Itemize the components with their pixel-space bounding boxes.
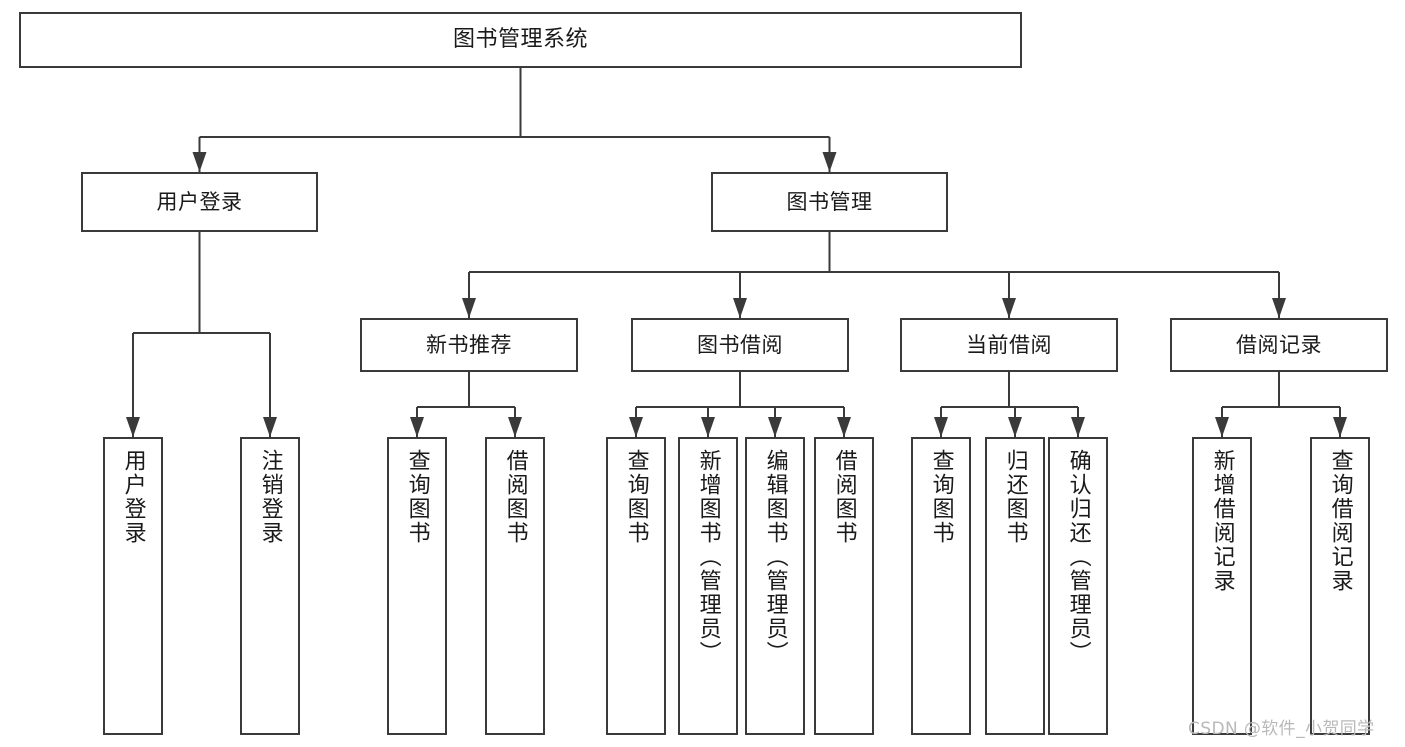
node-leaf-1[interactable]: 用户登录 [103, 437, 163, 735]
node-leaf-9[interactable]: 查询图书 [911, 437, 971, 735]
node-current[interactable]: 当前借阅 [900, 318, 1118, 372]
node-newbook[interactable]: 新书推荐 [360, 318, 578, 372]
node-login[interactable]: 用户登录 [81, 172, 318, 232]
node-label: 用户登录 [156, 189, 243, 214]
node-label: 查询借阅记录 [1327, 449, 1353, 593]
node-leaf-8[interactable]: 借阅图书 [814, 437, 874, 735]
node-records[interactable]: 借阅记录 [1170, 318, 1388, 372]
node-leaf-5[interactable]: 查询图书 [606, 437, 666, 735]
node-label: 新增图书（管理员） [695, 449, 721, 665]
node-leaf-12[interactable]: 新增借阅记录 [1192, 437, 1252, 735]
node-label: 查询图书 [928, 449, 954, 545]
node-label: 确认归还（管理员） [1065, 449, 1091, 665]
node-label: 借阅图书 [831, 449, 857, 545]
node-label: 当前借阅 [966, 332, 1052, 357]
node-label: 图书管理系统 [452, 27, 588, 53]
node-leaf-6[interactable]: 新增图书（管理员） [678, 437, 738, 735]
node-root[interactable]: 图书管理系统 [19, 12, 1022, 68]
node-borrow[interactable]: 图书借阅 [631, 318, 849, 372]
node-leaf-2[interactable]: 注销登录 [240, 437, 300, 735]
node-leaf-3[interactable]: 查询图书 [387, 437, 447, 735]
watermark: CSDN @软件_小贺同学 [1188, 719, 1375, 739]
node-label: 新增借阅记录 [1209, 449, 1235, 593]
node-label: 注销登录 [257, 449, 283, 545]
node-leaf-4[interactable]: 借阅图书 [485, 437, 545, 735]
node-label: 归还图书 [1002, 449, 1028, 545]
node-leaf-7[interactable]: 编辑图书（管理员） [745, 437, 805, 735]
node-label: 查询图书 [623, 449, 649, 545]
node-label: 用户登录 [120, 449, 146, 545]
node-label: 借阅记录 [1236, 332, 1322, 357]
node-label: 查询图书 [404, 449, 430, 545]
node-leaf-11[interactable]: 确认归还（管理员） [1048, 437, 1108, 735]
node-label: 借阅图书 [502, 449, 528, 545]
node-leaf-13[interactable]: 查询借阅记录 [1310, 437, 1370, 735]
node-label: 图书管理 [786, 189, 873, 214]
node-label: 编辑图书（管理员） [762, 449, 788, 665]
node-label: 图书借阅 [697, 332, 783, 357]
node-leaf-10[interactable]: 归还图书 [985, 437, 1045, 735]
node-label: 新书推荐 [426, 332, 512, 357]
node-bookmgmt[interactable]: 图书管理 [711, 172, 948, 232]
